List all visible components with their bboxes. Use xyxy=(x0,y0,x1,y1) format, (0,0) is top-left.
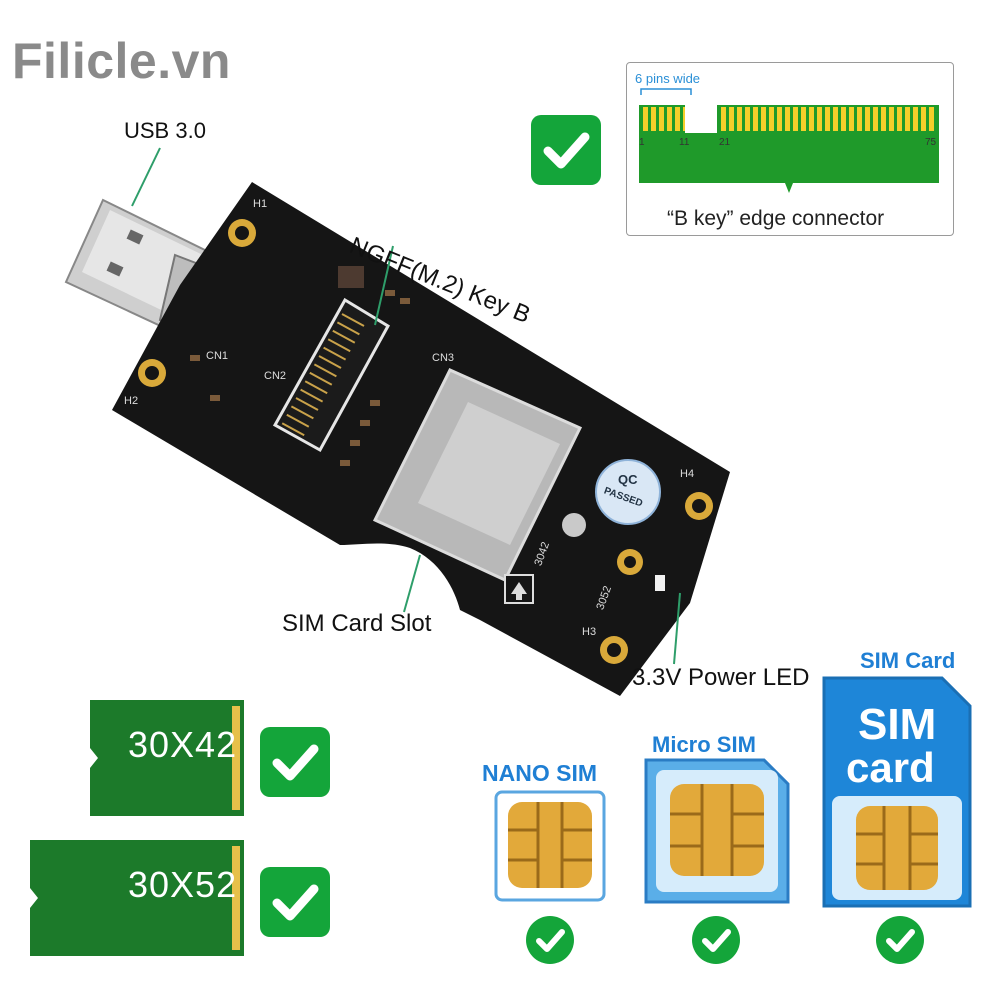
label-cn1: CN1 xyxy=(206,350,229,362)
micro-sim-check-icon xyxy=(692,916,740,964)
callout-sim-slot: SIM Card Slot xyxy=(282,610,432,637)
callout-power-led: 3.3V Power LED xyxy=(632,664,810,691)
qc-sticker-top: QC xyxy=(618,472,638,487)
edge-connector-check-icon xyxy=(531,115,601,185)
module-30x42-graphic xyxy=(90,700,244,816)
module-30x42-label: 30X42 xyxy=(128,724,238,765)
label-h2: H2 xyxy=(124,395,139,407)
pin-label-75: 75 xyxy=(925,137,937,148)
edge-connector-graphic xyxy=(639,88,939,193)
label-h1: H1 xyxy=(253,198,268,210)
module-30x52-check-icon xyxy=(260,867,330,937)
sim-card-text-sim: SIM xyxy=(858,700,937,749)
module-30x52-label: 30X52 xyxy=(128,864,238,905)
sim-chip-icon xyxy=(856,806,938,890)
nano-sim-title: NANO SIM xyxy=(482,760,597,786)
standard-sim-card xyxy=(822,676,972,908)
nano-sim-check-icon xyxy=(526,916,574,964)
label-cn2: CN2 xyxy=(264,370,287,382)
sim-card-text-card: card xyxy=(846,744,935,791)
label-h3: H3 xyxy=(582,626,597,638)
brand-logo: Filicle.vn xyxy=(12,33,231,89)
pin-label-1: 1 xyxy=(639,137,645,148)
module-30x42-check-icon xyxy=(260,727,330,797)
pin-label-11: 11 xyxy=(679,137,690,148)
sim-chip-icon xyxy=(508,802,592,888)
sim-chip-icon xyxy=(670,784,764,876)
sim-card-title: SIM Card xyxy=(860,648,956,673)
module-30x52-graphic xyxy=(30,840,244,956)
micro-sim-card xyxy=(644,758,790,904)
sim-card-check-icon xyxy=(876,916,924,964)
pin-label-21: 21 xyxy=(719,137,731,148)
edge-connector-diagram: 6 pins wide 1 11 21 75 “B key” edge conn… xyxy=(626,62,954,236)
micro-sim-title: Micro SIM xyxy=(652,732,756,757)
edge-connector-caption: “B key” edge connector xyxy=(667,207,885,230)
edge-pins-title: 6 pins wide xyxy=(635,71,701,86)
label-h4: H4 xyxy=(680,468,695,480)
callout-usb: USB 3.0 xyxy=(124,118,206,143)
nano-sim-card xyxy=(494,790,606,902)
label-cn3: CN3 xyxy=(432,352,455,364)
